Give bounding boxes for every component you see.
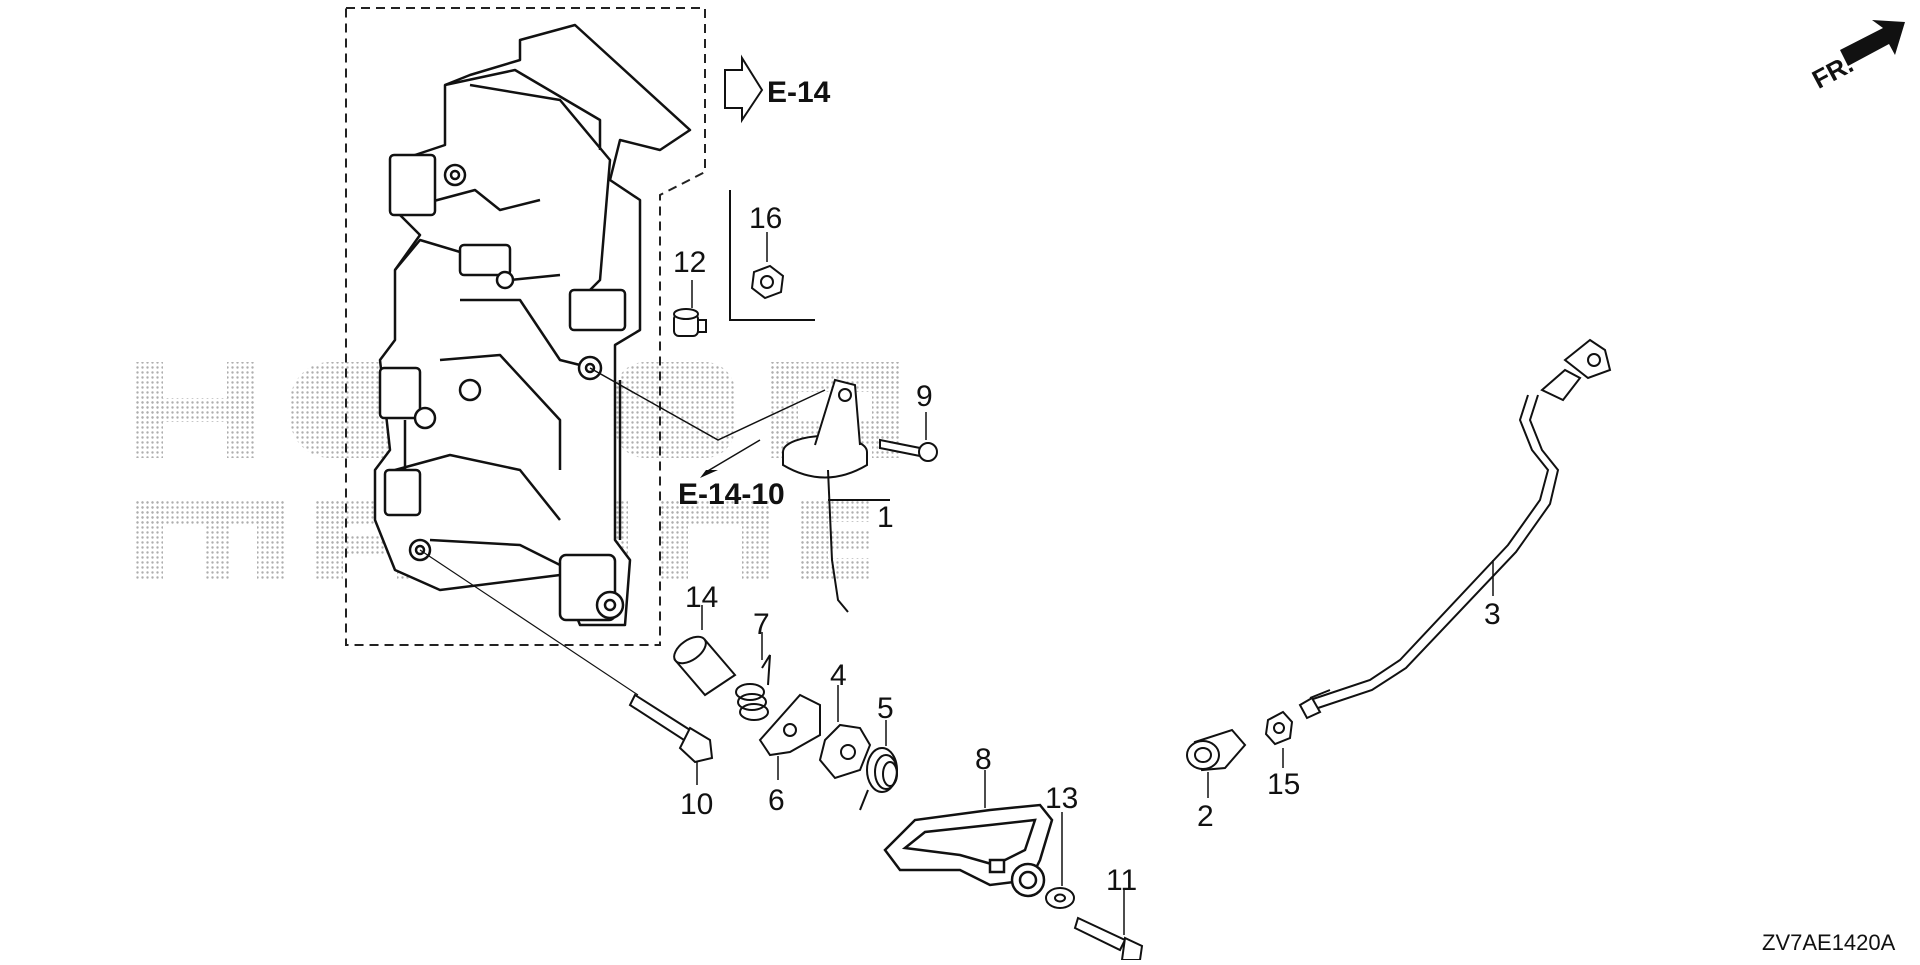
part-7-spring	[735, 654, 771, 721]
direction-arrow	[1840, 20, 1905, 66]
part-11-bolt	[1073, 916, 1144, 961]
callout-16: 16	[749, 202, 783, 235]
callout-4: 4	[830, 659, 847, 692]
diagram-code: ZV7AE1420A	[1762, 930, 1896, 955]
callout-2: 2	[1197, 800, 1214, 833]
part-6-plate	[758, 693, 821, 757]
callout-11: 11	[1106, 864, 1138, 897]
callout-5: 5	[877, 692, 894, 725]
leader-e1410	[589, 367, 826, 441]
callout-9: 9	[916, 380, 933, 413]
part-3-throttle-rod	[1298, 338, 1612, 720]
part-13-washer	[1045, 887, 1075, 909]
part-10-bolt	[628, 693, 714, 764]
assembly-boundary	[345, 7, 706, 646]
reference-e1410: E-14-10	[678, 478, 785, 511]
callout-7: 7	[753, 608, 770, 641]
callout-13: 13	[1045, 782, 1079, 815]
callout-3: 3	[1484, 598, 1501, 631]
bracket-frame	[373, 23, 692, 627]
reference-e14: E-14	[767, 76, 831, 109]
callout-15: 15	[1267, 768, 1301, 801]
callout-14: 14	[685, 581, 719, 614]
ref-arrow-e14	[724, 54, 764, 124]
callout-8: 8	[975, 743, 992, 776]
part-1-throttle-drum	[782, 378, 890, 613]
part-8-throttle-arm	[883, 803, 1054, 898]
callout-10: 10	[680, 788, 714, 821]
callout-1: 1	[877, 501, 894, 534]
part-4-lever	[818, 723, 872, 780]
part-14-collar	[673, 635, 737, 697]
part-2-rod-end	[1186, 728, 1247, 772]
part-16-nut	[750, 264, 785, 300]
callout-6: 6	[768, 784, 785, 817]
part-15-nut	[1264, 710, 1294, 746]
part-12-cap-nut	[673, 308, 707, 337]
callout-12: 12	[673, 246, 707, 279]
part-9-screw	[879, 438, 938, 462]
part-5-spring	[859, 747, 898, 811]
group-bracket-16	[729, 190, 815, 321]
